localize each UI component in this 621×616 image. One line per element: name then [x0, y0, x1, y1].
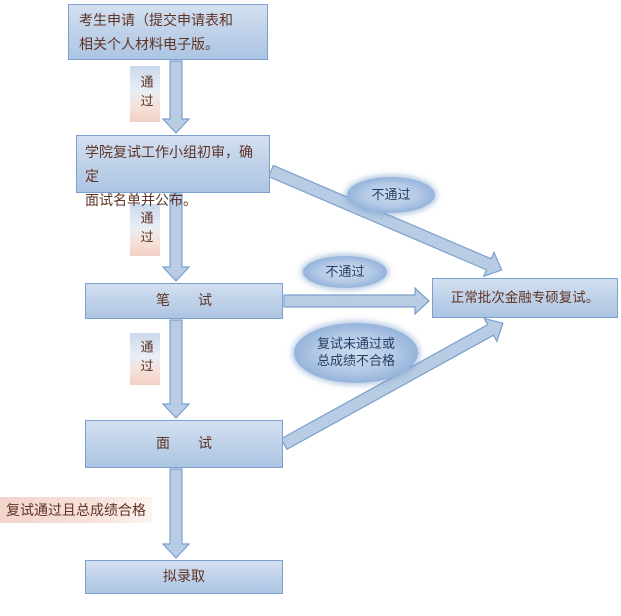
arrow-review-to-normal-batch	[267, 164, 503, 278]
flow-box-candidate-application-line1: 考生申请（提交申请表和	[79, 13, 233, 29]
flow-box-college-review-line1: 学院复试工作小组初审，确定	[85, 145, 253, 185]
flow-box-interview: 面 试	[85, 420, 283, 468]
arrow-interview-to-admit	[161, 468, 191, 559]
fail-ellipse-interview-line2: 总成绩不合格	[316, 354, 395, 369]
arrow-written-to-normal-batch	[283, 286, 430, 316]
fail-ellipse-interview: 复试未通过或 总成绩不合格	[294, 323, 418, 383]
pass-label-apply-review: 通过	[130, 66, 160, 122]
arrow-apply-to-review	[161, 60, 191, 134]
arrow-review-to-written	[161, 193, 191, 282]
flow-box-candidate-application: 考生申请（提交申请表和 相关个人材料电子版。	[68, 4, 268, 60]
pass-label-review-written: 通过	[130, 204, 160, 256]
fail-ellipse-written: 不通过	[303, 256, 387, 288]
flow-box-written-test: 笔 试	[85, 283, 283, 319]
flow-box-proposed-admission: 拟录取	[85, 560, 283, 594]
arrow-written-to-interview	[161, 319, 191, 419]
final-pass-condition-label: 复试通过且总成绩合格	[0, 497, 152, 523]
fail-ellipse-interview-line1: 复试未通过或	[316, 337, 395, 352]
flow-box-college-review-line2: 面试名单并公布。	[85, 193, 197, 209]
flow-box-normal-batch-reexam: 正常批次金融专硕复试。	[432, 278, 618, 318]
flow-box-college-review: 学院复试工作小组初审，确定 面试名单并公布。	[76, 135, 270, 209]
flow-box-candidate-application-line2: 相关个人材料电子版。	[79, 37, 219, 53]
arrow-interview-to-normal-batch	[280, 317, 504, 451]
pass-label-written-interview: 通过	[130, 333, 160, 385]
fail-ellipse-review: 不通过	[347, 177, 435, 213]
